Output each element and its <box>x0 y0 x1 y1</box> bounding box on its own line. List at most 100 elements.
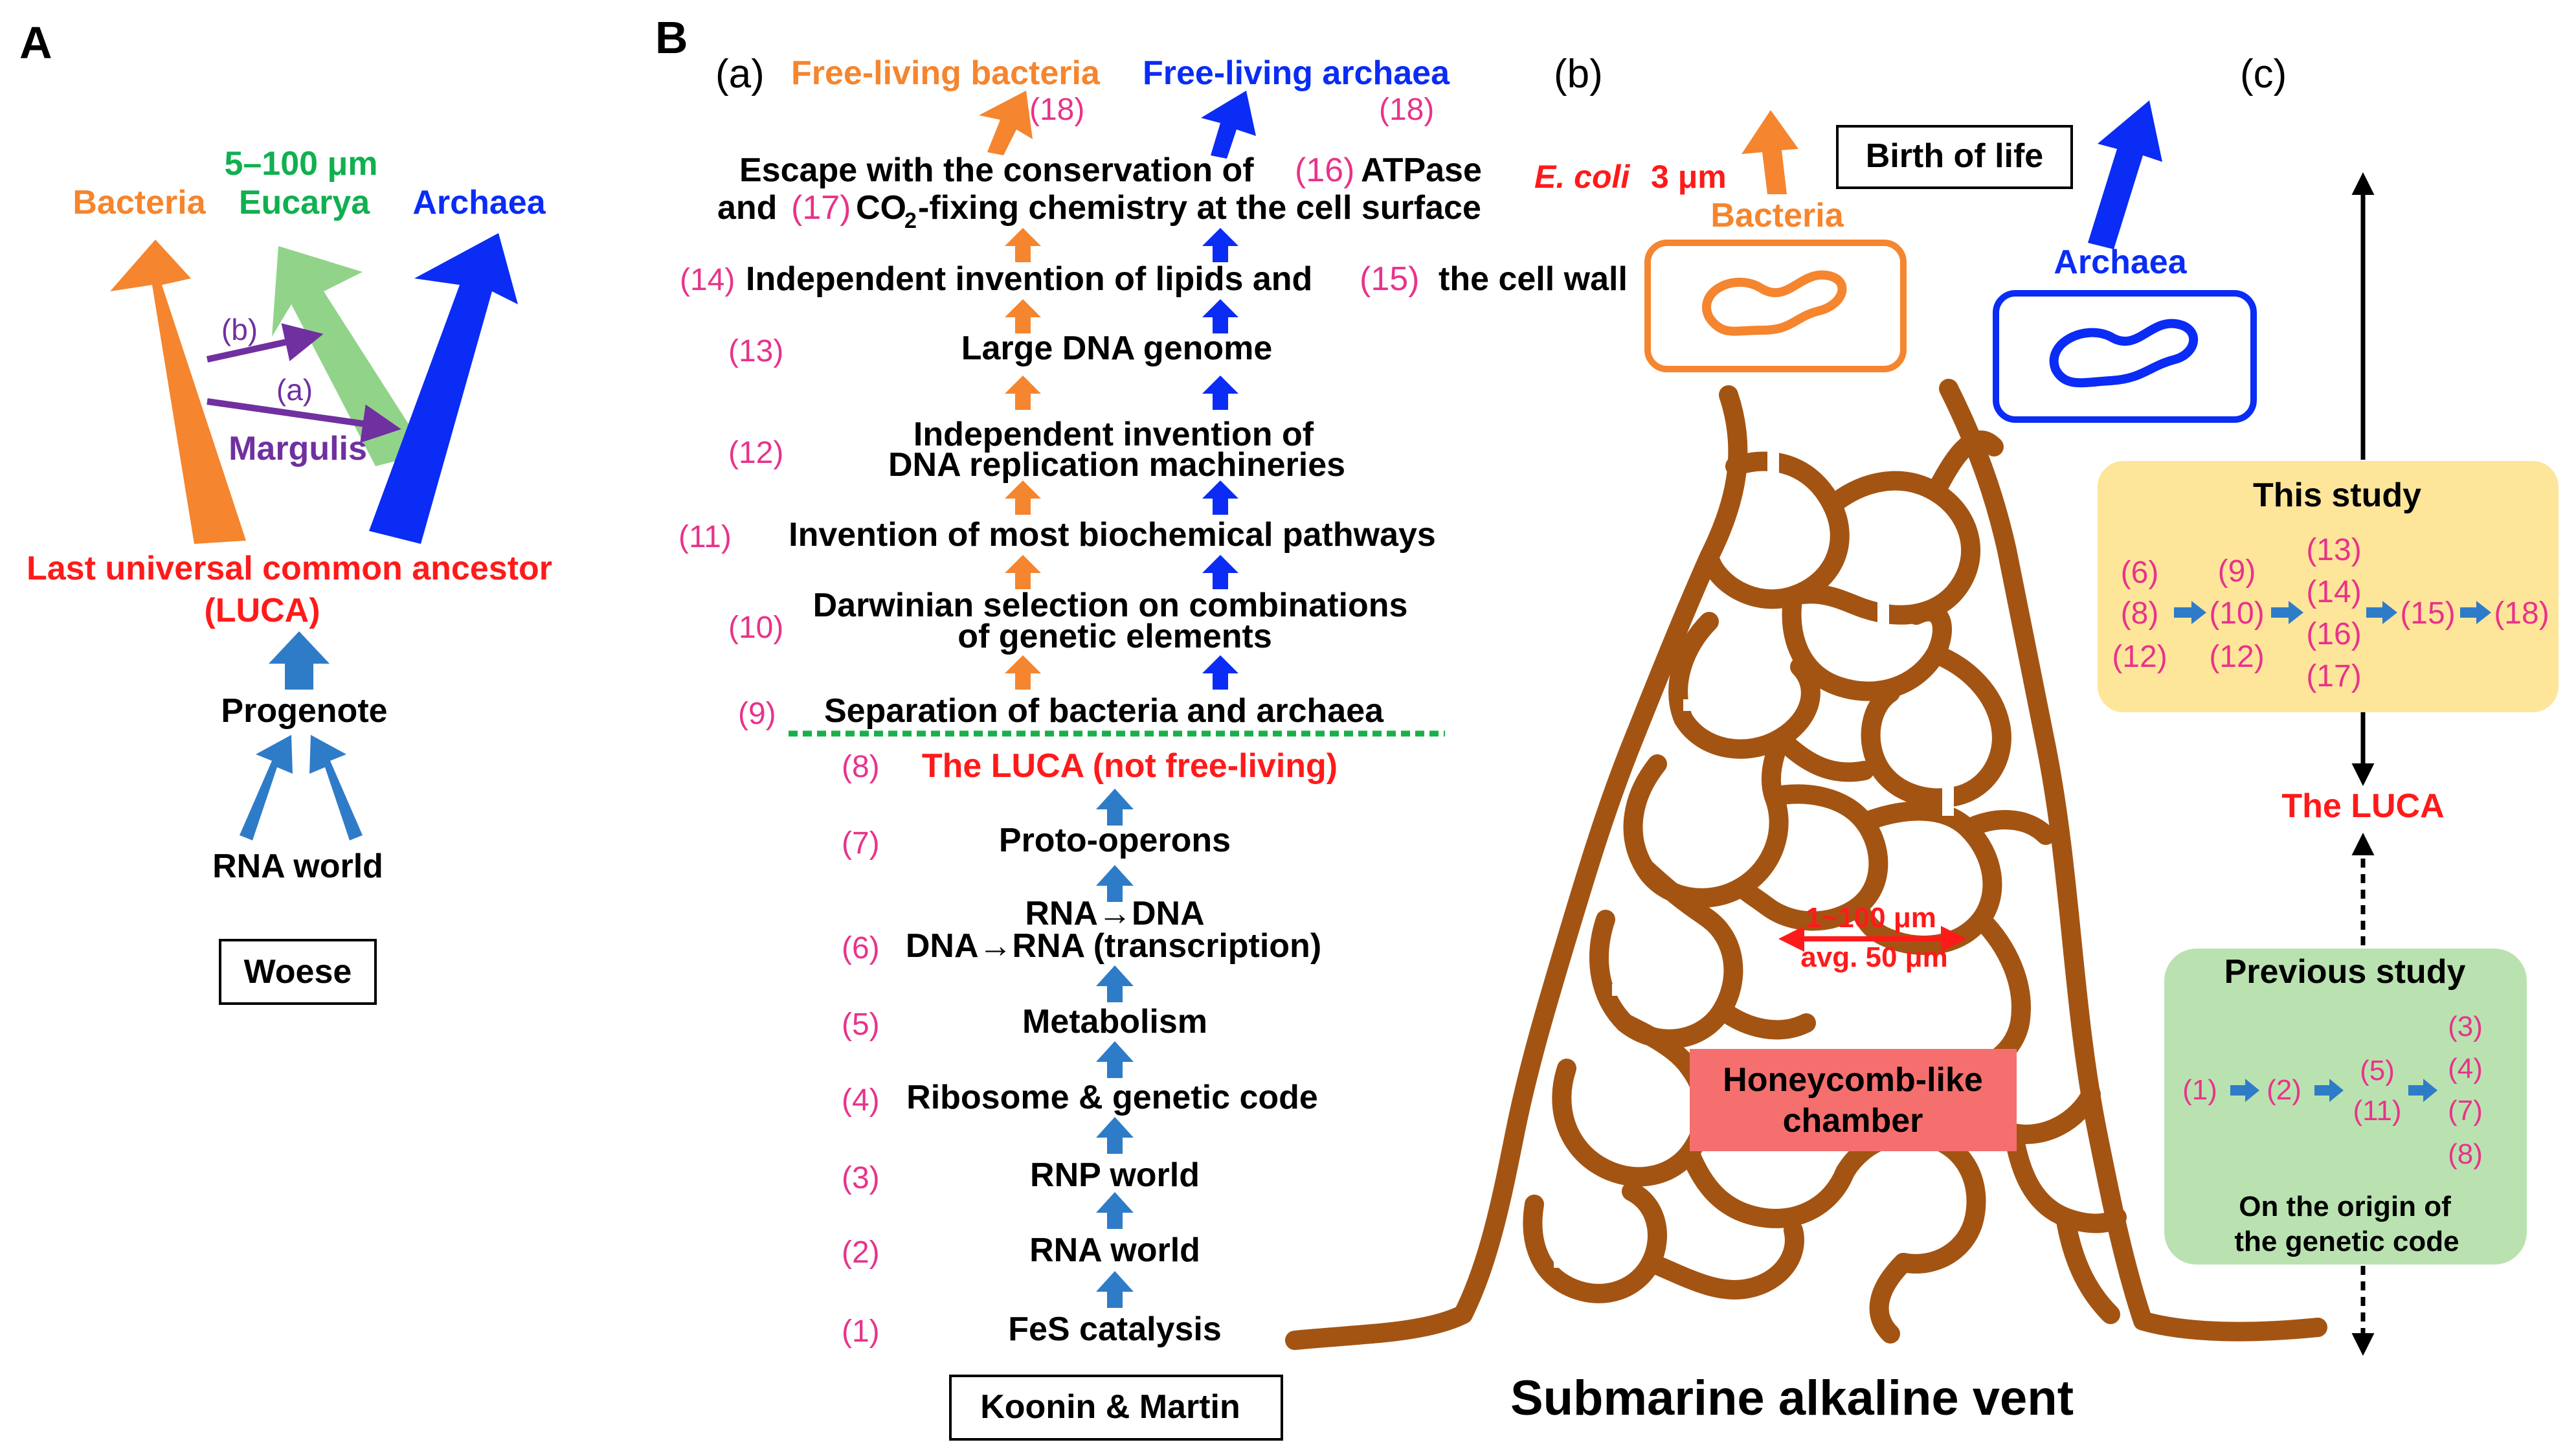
cell-archaea-arrow <box>2088 100 2162 249</box>
ts-14: (14) <box>2306 575 2361 609</box>
blue-arrow-4 <box>1202 480 1238 515</box>
lower-arrow-2 <box>1096 1192 1134 1229</box>
cell-wall-3 <box>1926 430 2004 502</box>
co2-text: CO <box>856 189 906 227</box>
birth-of-life-label: Birth of life <box>1866 137 2043 175</box>
margulis-arrow-b <box>206 323 324 363</box>
arrow-b-label: (b) <box>221 313 258 346</box>
rna-world-label: RNA world <box>212 848 383 885</box>
cell-wall-11 <box>1958 810 2055 845</box>
archaea-cell-box <box>1993 290 2257 423</box>
num-1: (1) <box>842 1314 880 1349</box>
step-7-text: Proto-operons <box>999 822 1231 859</box>
this-study-box <box>2098 461 2559 712</box>
sub-b-label: (b) <box>1554 52 1603 96</box>
arrow-a-label: (a) <box>276 373 313 407</box>
ps-arrow-3 <box>2408 1079 2437 1102</box>
rna-to-progenote-arrow-right <box>309 735 363 840</box>
num-17: (17) <box>791 189 851 227</box>
cell-wall-23 <box>2055 1208 2120 1324</box>
ps-4: (4) <box>2448 1053 2483 1085</box>
num-15: (15) <box>1360 260 1419 298</box>
ts-13: (13) <box>2306 533 2361 567</box>
ts-15: (15) <box>2400 596 2455 631</box>
free-bacteria-label: Free-living bacteria <box>791 54 1101 92</box>
ps-3: (3) <box>2448 1011 2483 1042</box>
c-luca-label: The LUCA <box>2281 787 2444 825</box>
bacteria-label: Bacteria <box>73 184 206 221</box>
step-10-l2: of genetic elements <box>958 618 1271 655</box>
ecoli-label: E. coli <box>1534 159 1630 195</box>
ts-8: (8) <box>2121 596 2159 631</box>
panel-b-b: (b) E. coli 3 μm Birth of life Bacteria … <box>1285 52 2327 1426</box>
bacteria-cell-shape <box>1702 270 1847 336</box>
blue-arrow-3 <box>1202 376 1238 410</box>
cell-wall-13 <box>1712 1000 1816 1040</box>
num-8: (8) <box>842 750 880 784</box>
ts-arrow-2 <box>2271 601 2303 624</box>
previous-study-arrows <box>2230 1079 2437 1102</box>
progenote-to-luca-arrow <box>269 631 330 690</box>
gap-3 <box>1683 699 1722 711</box>
panel-a: A Bacteria 5–100 μm Eucarya Archaea (b) … <box>19 17 552 1005</box>
panel-b-c: (c) This study (6) (8) (12) (9) (10) (12… <box>2098 52 2559 1356</box>
orange-arrow-1 <box>1005 228 1041 262</box>
orange-arrow-column <box>1005 228 1041 690</box>
lower-arrow-3 <box>1096 1117 1134 1154</box>
gap-5 <box>1612 984 1651 996</box>
fixing-text: -fixing chemistry at the cell surface <box>918 189 1481 227</box>
free-archaea-label: Free-living archaea <box>1143 54 1450 92</box>
this-study-arrows <box>2174 601 2491 624</box>
chamber-label-box <box>1690 1049 2017 1151</box>
luca-line2: (LUCA) <box>204 592 320 629</box>
num-11: (11) <box>678 520 732 554</box>
cell-archaea-label: Archaea <box>2054 243 2187 281</box>
free-archaea-arrow <box>1201 91 1256 159</box>
ps-2: (2) <box>2267 1074 2302 1106</box>
num-18-right: (18) <box>1379 93 1434 127</box>
cell-wall-22 <box>1869 1253 1913 1344</box>
ps-arrow-2 <box>2314 1079 2344 1102</box>
step-8-text: The LUCA (not free-living) <box>922 747 1338 785</box>
num-9: (9) <box>738 697 776 731</box>
num-14: (14) <box>680 263 735 297</box>
num-16: (16) <box>1295 152 1354 189</box>
cell-wall-6 <box>1861 644 2011 808</box>
this-study-flow: (6) (8) (12) (9) (10) (12) (13) (14) (16… <box>2112 533 2549 693</box>
step-12-l2: DNA replication machineries <box>888 446 1345 484</box>
step-6-l1: RNA→DNA <box>1025 895 1204 932</box>
step-13-text: Large DNA genome <box>961 330 1273 367</box>
sub-a-label: (a) <box>715 52 765 96</box>
num-6: (6) <box>842 931 880 965</box>
eucarya-size-label: 5–100 μm <box>224 145 377 183</box>
orange-arrow-6 <box>1005 655 1041 690</box>
num-3: (3) <box>842 1161 880 1195</box>
cell-wall-1 <box>1699 451 1850 609</box>
num-18-left: (18) <box>1029 93 1084 127</box>
previous-study-l2: the genetic code <box>2234 1226 2459 1257</box>
koonin-martin-label: Koonin & Martin <box>980 1388 1240 1426</box>
ts-17: (17) <box>2306 659 2361 693</box>
atpase-text: ATPase <box>1361 152 1482 189</box>
step-10-l1: Darwinian selection on combinations <box>813 587 1408 624</box>
cell-wall-7 <box>1771 728 1874 782</box>
ps-5: (5) <box>2360 1055 2395 1086</box>
archaea-label: Archaea <box>412 184 546 221</box>
ecoli-size-label: 3 μm <box>1651 159 1727 195</box>
margulis-arrow-a <box>207 398 401 444</box>
birth-of-life-box <box>1836 125 2073 189</box>
panel-b-label: B <box>655 12 688 63</box>
num-12: (12) <box>728 436 783 470</box>
this-study-title: This study <box>2253 477 2421 514</box>
blue-arrow-2 <box>1202 299 1238 333</box>
cell-wall-5 <box>1668 612 1820 759</box>
step-5-text: Metabolism <box>1022 1003 1207 1040</box>
previous-study-title: Previous study <box>2224 953 2466 991</box>
ts-arrow-3 <box>2366 601 2397 624</box>
escape-line1-a: Escape with the conservation of <box>739 152 1254 189</box>
ts-arrow-1 <box>2174 601 2206 624</box>
num-10: (10) <box>728 611 783 645</box>
and-text: and <box>717 189 777 227</box>
step-6-l2: DNA→RNA (transcription) <box>906 927 1321 965</box>
ts-12b: (12) <box>2209 640 2264 674</box>
